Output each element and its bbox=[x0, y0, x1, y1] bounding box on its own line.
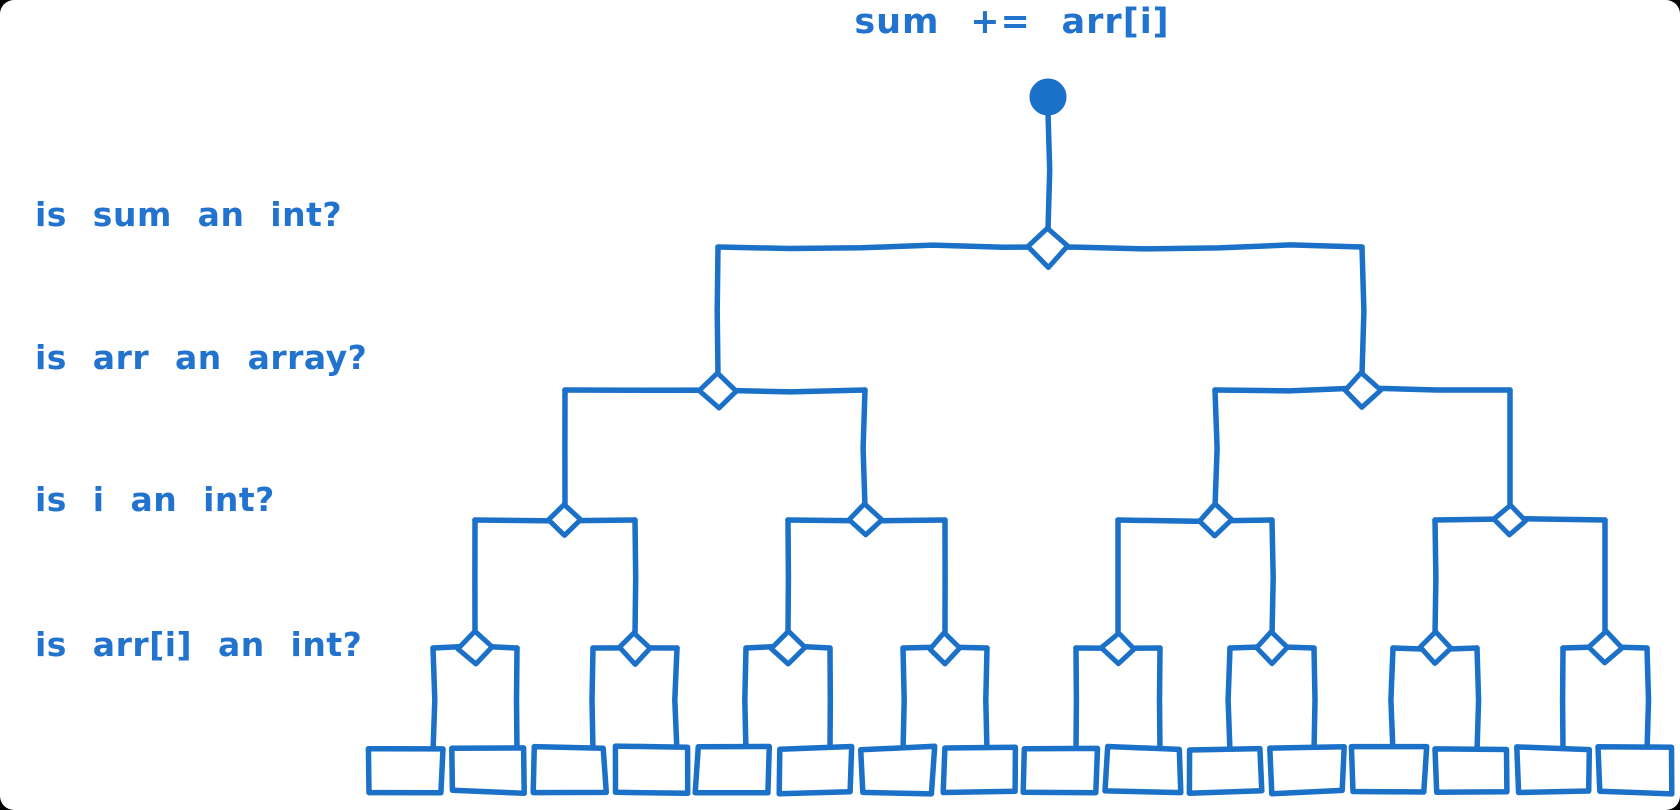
branch-drop-left-l4-4 bbox=[900, 645, 907, 755]
leaf-box-5 bbox=[692, 743, 773, 796]
row-label-is-arr-an-array: is arr an array? bbox=[35, 338, 368, 377]
branch-drop-left-l3-4 bbox=[1432, 517, 1439, 638]
leaf-box-9 bbox=[1020, 745, 1101, 796]
leaf-box-11 bbox=[1186, 745, 1265, 796]
branch-drop-left-l4-6 bbox=[1225, 645, 1233, 755]
leaf-box-15 bbox=[1514, 744, 1593, 796]
decision-node-l4-7 bbox=[1417, 629, 1454, 666]
leaf-box-12 bbox=[1267, 743, 1347, 797]
branch-drop-right-l4-2 bbox=[672, 645, 680, 755]
leaf-box-16 bbox=[1595, 743, 1675, 797]
branch-drop-right-l1-1 bbox=[1359, 244, 1367, 378]
branch-drop-right-l4-7 bbox=[1474, 645, 1482, 755]
row-label-is-i-an-int: is i an int? bbox=[35, 480, 275, 519]
branch-drop-left-l4-7 bbox=[1388, 645, 1396, 755]
connector-stem bbox=[1045, 109, 1053, 232]
branch-drop-right-l4-1 bbox=[513, 645, 520, 755]
decision-node-l4-6 bbox=[1254, 629, 1290, 667]
branch-drop-right-l4-6 bbox=[1311, 645, 1318, 755]
leaf-box-2 bbox=[449, 745, 527, 797]
leaf-box-10 bbox=[1102, 743, 1184, 796]
leaf-box-13 bbox=[1348, 743, 1430, 795]
branch-drop-right-l4-5 bbox=[1156, 645, 1163, 755]
leaf-box-7 bbox=[857, 743, 938, 797]
branch-drop-left-l4-3 bbox=[742, 645, 749, 755]
start-node bbox=[1029, 78, 1067, 116]
diagram-title: sum += arr[i] bbox=[854, 2, 1170, 42]
branch-drop-left-l4-2 bbox=[589, 645, 596, 755]
row-label-is-sum-an-int: is sum an int? bbox=[35, 195, 343, 234]
decision-node-l3-4 bbox=[1491, 502, 1529, 538]
decision-node-l4-2 bbox=[617, 630, 653, 667]
decision-node-l4-3 bbox=[768, 628, 808, 667]
branch-drop-right-l2-1 bbox=[860, 387, 868, 510]
leaf-box-3 bbox=[530, 743, 610, 796]
leaf-box-8 bbox=[940, 744, 1019, 796]
branch-drop-right-l4-8 bbox=[1644, 645, 1652, 755]
branch-bar-l3-3 bbox=[1115, 517, 1275, 525]
branch-drop-left-l4-1 bbox=[430, 645, 438, 755]
branch-drop-left-l2-2 bbox=[1212, 387, 1220, 510]
branch-drop-left-l1-1 bbox=[714, 244, 721, 378]
decision-node-l1-1 bbox=[1025, 225, 1071, 270]
branch-drop-right-l3-3 bbox=[1269, 517, 1276, 638]
decision-node-l3-1 bbox=[546, 502, 584, 538]
leaf-box-6 bbox=[776, 743, 855, 797]
decision-node-l4-5 bbox=[1098, 630, 1137, 667]
decision-node-l4-1 bbox=[455, 628, 495, 667]
leaf-box-1 bbox=[365, 745, 446, 796]
decision-node-l3-2 bbox=[846, 501, 885, 538]
decision-node-l3-3 bbox=[1197, 501, 1235, 539]
leaf-box-14 bbox=[1432, 746, 1510, 796]
decision-node-l2-1 bbox=[696, 370, 739, 411]
leaf-box-4 bbox=[612, 743, 691, 797]
row-label-is-arri-an-int: is arr[i] an int? bbox=[35, 625, 363, 664]
branch-drop-right-l3-1 bbox=[632, 517, 639, 638]
decision-node-l4-8 bbox=[1586, 628, 1625, 666]
decision-node-l2-2 bbox=[1342, 370, 1384, 410]
branch-drop-right-l4-4 bbox=[983, 645, 990, 755]
decision-node-l4-4 bbox=[927, 630, 963, 667]
